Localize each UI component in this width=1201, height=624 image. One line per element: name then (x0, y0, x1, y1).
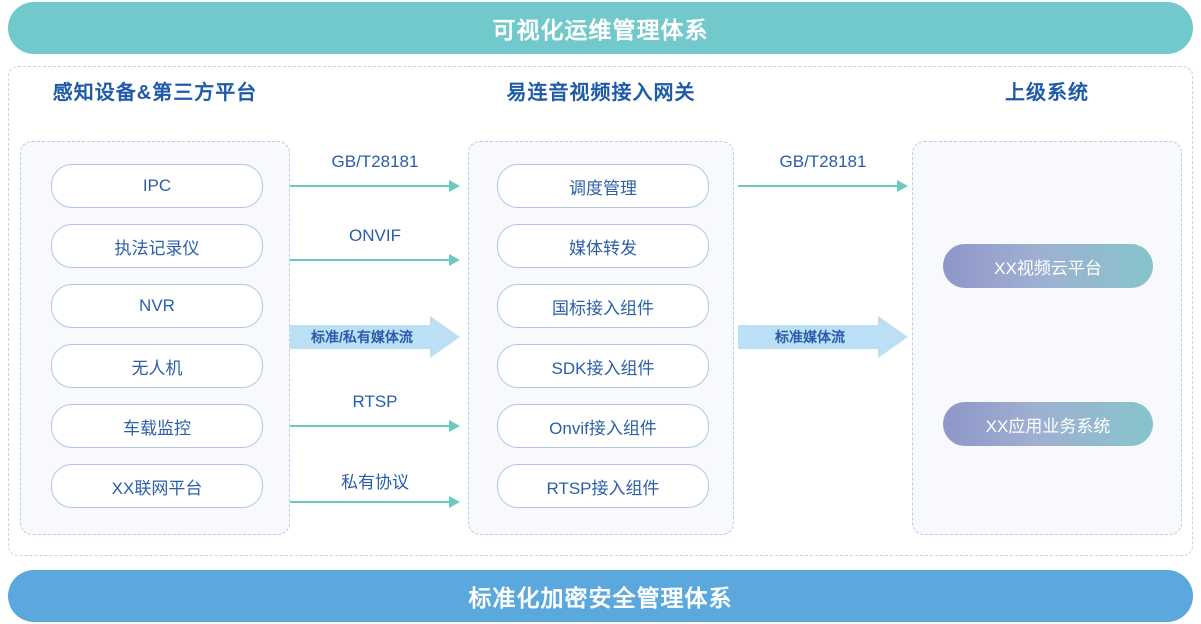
connector-band-label-standard-stream: 标准媒体流 (775, 329, 845, 345)
node-xx-app-business[interactable]: XX应用业务系统 (943, 402, 1153, 446)
column-title-middle: 易连音视频接入网关 (506, 82, 696, 104)
column-box-left: IPC 执法记录仪 NVR 无人机 车载监控 XX联网平台 (20, 141, 290, 535)
column-sensing-devices: 感知设备&第三方平台 IPC 执法记录仪 NVR 无人机 车载监控 XX联网平台 (20, 76, 290, 536)
connector-arrow-onvif (290, 254, 460, 266)
connector-label-rtsp: RTSP (352, 392, 398, 411)
node-media-forward[interactable]: 媒体转发 (497, 224, 709, 268)
connector-band-standard-private-stream: 标准/私有媒体流 (290, 316, 460, 358)
node-rtsp-component[interactable]: RTSP接入组件 (497, 464, 709, 508)
column-title-right: 上级系统 (1005, 82, 1089, 104)
node-gb-component[interactable]: 国标接入组件 (497, 284, 709, 328)
column-title-left: 感知设备&第三方平台 (52, 82, 258, 104)
column-gateway: 易连音视频接入网关 调度管理 媒体转发 国标接入组件 SDK接入组件 Onvif… (468, 76, 734, 536)
node-xx-network[interactable]: XX联网平台 (51, 464, 263, 508)
top-banner-label: 可视化运维管理体系 (492, 17, 709, 43)
node-bodycam[interactable]: 执法记录仪 (51, 224, 263, 268)
node-dispatch-mgmt[interactable]: 调度管理 (497, 164, 709, 208)
node-ipc[interactable]: IPC (51, 164, 263, 208)
bottom-banner-label: 标准化加密安全管理体系 (468, 585, 733, 611)
node-onvif-component[interactable]: Onvif接入组件 (497, 404, 709, 448)
node-drone[interactable]: 无人机 (51, 344, 263, 388)
column-upper-system: 上级系统 XX视频云平台 XX应用业务系统 (912, 76, 1182, 536)
column-box-middle: 调度管理 媒体转发 国标接入组件 SDK接入组件 Onvif接入组件 RTSP接… (468, 141, 734, 535)
node-sdk-component[interactable]: SDK接入组件 (497, 344, 709, 388)
connector-label-private-protocol: 私有协议 (341, 473, 409, 492)
connector-arrow-private-protocol (290, 496, 460, 508)
connector-band-label-standard-private-stream: 标准/私有媒体流 (311, 329, 413, 345)
column-box-right: XX视频云平台 XX应用业务系统 (912, 141, 1182, 535)
connector-label-gbt28181-right: GB/T28181 (779, 152, 867, 171)
connector-band-standard-stream: 标准媒体流 (738, 316, 908, 358)
connector-label-gbt28181-left: GB/T28181 (331, 152, 419, 171)
connector-arrow-gbt28181-right (738, 180, 908, 192)
bottom-banner: 标准化加密安全管理体系 (8, 570, 1193, 622)
node-nvr[interactable]: NVR (51, 284, 263, 328)
top-banner: 可视化运维管理体系 (8, 2, 1193, 54)
connector-arrow-gbt28181-left (290, 180, 460, 192)
node-xx-video-cloud[interactable]: XX视频云平台 (943, 244, 1153, 288)
node-vehicle-mon[interactable]: 车载监控 (51, 404, 263, 448)
connector-arrow-rtsp (290, 420, 460, 432)
connector-label-onvif: ONVIF (349, 226, 401, 245)
